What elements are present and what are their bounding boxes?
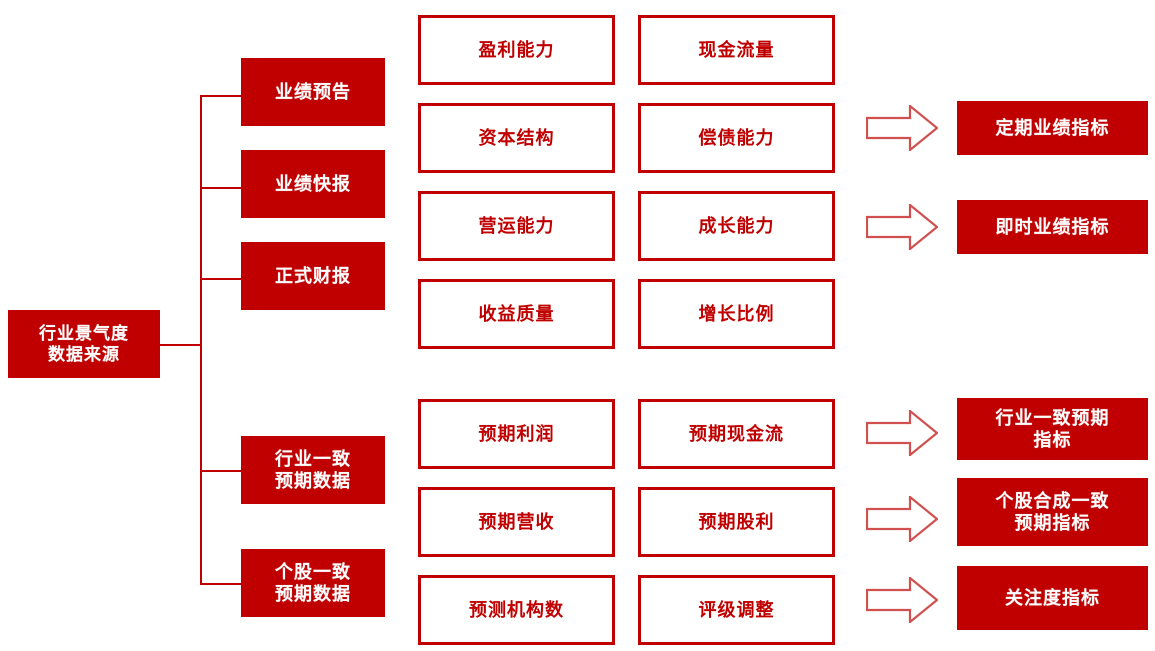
output-node-stock-consensus-indicator[interactable]: 个股合成一致 预期指标	[957, 478, 1148, 546]
output-node-attention-indicator[interactable]: 关注度指标	[957, 566, 1148, 630]
metric-node-forecast-institution-count[interactable]: 预测机构数	[418, 575, 615, 645]
metric-node-growth-ratio[interactable]: 增长比例	[638, 279, 835, 349]
connector-branch-1	[200, 95, 242, 97]
source-node-stock-consensus-data[interactable]: 个股一致 预期数据	[241, 549, 385, 617]
metric-node-label: 盈利能力	[478, 39, 555, 60]
output-node-label: 关注度指标	[1005, 587, 1100, 608]
output-node-label: 定期业绩指标	[995, 117, 1110, 138]
metric-node-label: 收益质量	[478, 303, 555, 324]
metric-node-cash-flow[interactable]: 现金流量	[638, 15, 835, 85]
source-node-industry-consensus-data[interactable]: 行业一致 预期数据	[241, 436, 385, 504]
metric-node-label: 预期利润	[478, 423, 555, 444]
metric-node-operating-capability[interactable]: 营运能力	[418, 191, 615, 261]
metric-node-expected-cash-flow[interactable]: 预期现金流	[638, 399, 835, 469]
source-node-label: 行业一致 预期数据	[275, 448, 351, 492]
source-node-earnings-express[interactable]: 业绩快报	[241, 150, 385, 218]
source-node-earnings-forecast[interactable]: 业绩预告	[241, 58, 385, 126]
arrow-to-realtime-performance	[866, 204, 938, 250]
connector-branch-5	[200, 583, 242, 585]
metric-node-expected-profit[interactable]: 预期利润	[418, 399, 615, 469]
root-node-data-source[interactable]: 行业景气度 数据来源	[8, 310, 160, 378]
connector-branch-2	[200, 187, 242, 189]
output-node-periodic-performance-indicator[interactable]: 定期业绩指标	[957, 101, 1148, 155]
metric-node-label: 预期现金流	[689, 423, 784, 444]
metric-node-earnings-quality[interactable]: 收益质量	[418, 279, 615, 349]
metric-node-label: 现金流量	[698, 39, 775, 60]
root-node-label: 行业景气度 数据来源	[39, 323, 129, 364]
metric-node-label: 营运能力	[478, 215, 555, 236]
source-node-label: 业绩快报	[275, 173, 351, 194]
output-node-industry-consensus-indicator[interactable]: 行业一致预期 指标	[957, 398, 1148, 460]
metric-node-capital-structure[interactable]: 资本结构	[418, 103, 615, 173]
connector-branch-4	[200, 470, 242, 472]
metric-node-solvency[interactable]: 偿债能力	[638, 103, 835, 173]
source-node-label: 正式财报	[275, 265, 351, 286]
connector-root-stub	[160, 344, 202, 346]
output-node-label: 即时业绩指标	[995, 216, 1110, 237]
connector-trunk	[200, 95, 202, 584]
metric-node-label: 增长比例	[698, 303, 775, 324]
arrow-to-attention	[866, 577, 938, 623]
metric-node-growth-capability[interactable]: 成长能力	[638, 191, 835, 261]
metric-node-label: 预期股利	[698, 511, 775, 532]
metric-node-label: 预期营收	[478, 511, 555, 532]
metric-node-label: 评级调整	[698, 599, 775, 620]
output-node-label: 个股合成一致 预期指标	[995, 490, 1110, 534]
metric-node-rating-adjustment[interactable]: 评级调整	[638, 575, 835, 645]
metric-node-expected-revenue[interactable]: 预期营收	[418, 487, 615, 557]
metric-node-label: 偿债能力	[698, 127, 775, 148]
output-node-realtime-performance-indicator[interactable]: 即时业绩指标	[957, 200, 1148, 254]
arrow-to-stock-consensus	[866, 496, 938, 542]
source-node-formal-report[interactable]: 正式财报	[241, 242, 385, 310]
arrow-to-industry-consensus	[866, 410, 938, 456]
output-node-label: 行业一致预期 指标	[995, 407, 1110, 451]
arrow-to-periodic-performance	[866, 105, 938, 151]
metric-node-label: 资本结构	[478, 127, 555, 148]
metric-node-expected-dividend[interactable]: 预期股利	[638, 487, 835, 557]
metric-node-label: 成长能力	[698, 215, 775, 236]
source-node-label: 业绩预告	[275, 81, 351, 102]
source-node-label: 个股一致 预期数据	[275, 561, 351, 605]
metric-node-label: 预测机构数	[469, 599, 564, 620]
connector-branch-3	[200, 278, 242, 280]
metric-node-profitability[interactable]: 盈利能力	[418, 15, 615, 85]
